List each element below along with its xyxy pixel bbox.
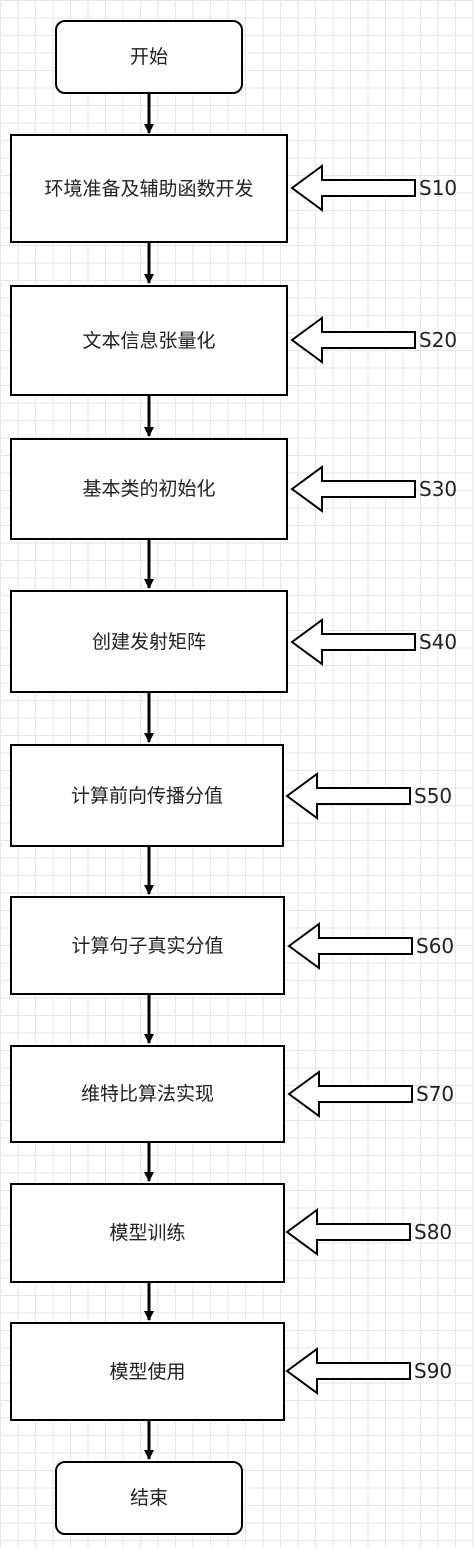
step-label-s60: S60 bbox=[416, 934, 455, 958]
step-box-s60: 计算句子真实分值 bbox=[10, 896, 285, 995]
start-node: 开始 bbox=[55, 20, 243, 94]
step-label-s90: S90 bbox=[414, 1359, 453, 1383]
step-text-s20: 文本信息张量化 bbox=[82, 329, 216, 352]
step-pointer-arrow-s90 bbox=[285, 1347, 411, 1395]
start-node-text: 开始 bbox=[129, 46, 168, 68]
step-label-s30: S30 bbox=[419, 477, 458, 501]
step-pointer-arrow-s40 bbox=[290, 618, 416, 666]
step-label-s40: S40 bbox=[419, 630, 458, 654]
step-box-s20: 文本信息张量化 bbox=[10, 285, 288, 396]
step-box-s80: 模型训练 bbox=[10, 1183, 285, 1283]
step-text-s10: 环境准备及辅助函数开发 bbox=[44, 177, 254, 200]
end-node: 结束 bbox=[55, 1461, 243, 1535]
step-text-s50: 计算前向传播分值 bbox=[70, 784, 223, 807]
step-label-s20: S20 bbox=[419, 328, 458, 352]
step-text-s40: 创建发射矩阵 bbox=[91, 630, 206, 653]
step-label-s50: S50 bbox=[414, 784, 453, 808]
step-box-s30: 基本类的初始化 bbox=[10, 438, 288, 540]
step-text-s60: 计算句子真实分值 bbox=[71, 934, 224, 957]
step-pointer-arrow-s30 bbox=[290, 465, 416, 513]
step-pointer-arrow-s20 bbox=[290, 316, 416, 364]
step-box-s70: 维特比算法实现 bbox=[10, 1045, 285, 1143]
step-box-s40: 创建发射矩阵 bbox=[10, 590, 288, 693]
step-text-s80: 模型训练 bbox=[109, 1222, 186, 1244]
step-box-s50: 计算前向传播分值 bbox=[10, 744, 284, 847]
step-label-s10: S10 bbox=[419, 176, 458, 200]
step-label-s70: S70 bbox=[416, 1082, 455, 1106]
step-pointer-arrow-s70 bbox=[287, 1070, 413, 1118]
step-pointer-arrow-s50 bbox=[285, 772, 411, 820]
step-pointer-arrow-s80 bbox=[285, 1208, 411, 1256]
step-box-s90: 模型使用 bbox=[10, 1322, 285, 1421]
step-text-s70: 维特比算法实现 bbox=[80, 1083, 214, 1105]
step-text-s90: 模型使用 bbox=[109, 1360, 186, 1383]
end-node-text: 结束 bbox=[129, 1487, 168, 1509]
step-pointer-arrow-s10 bbox=[290, 164, 416, 212]
step-box-s10: 环境准备及辅助函数开发 bbox=[10, 134, 288, 243]
step-text-s30: 基本类的初始化 bbox=[82, 478, 216, 500]
step-label-s80: S80 bbox=[414, 1220, 453, 1244]
step-pointer-arrow-s60 bbox=[287, 922, 413, 970]
